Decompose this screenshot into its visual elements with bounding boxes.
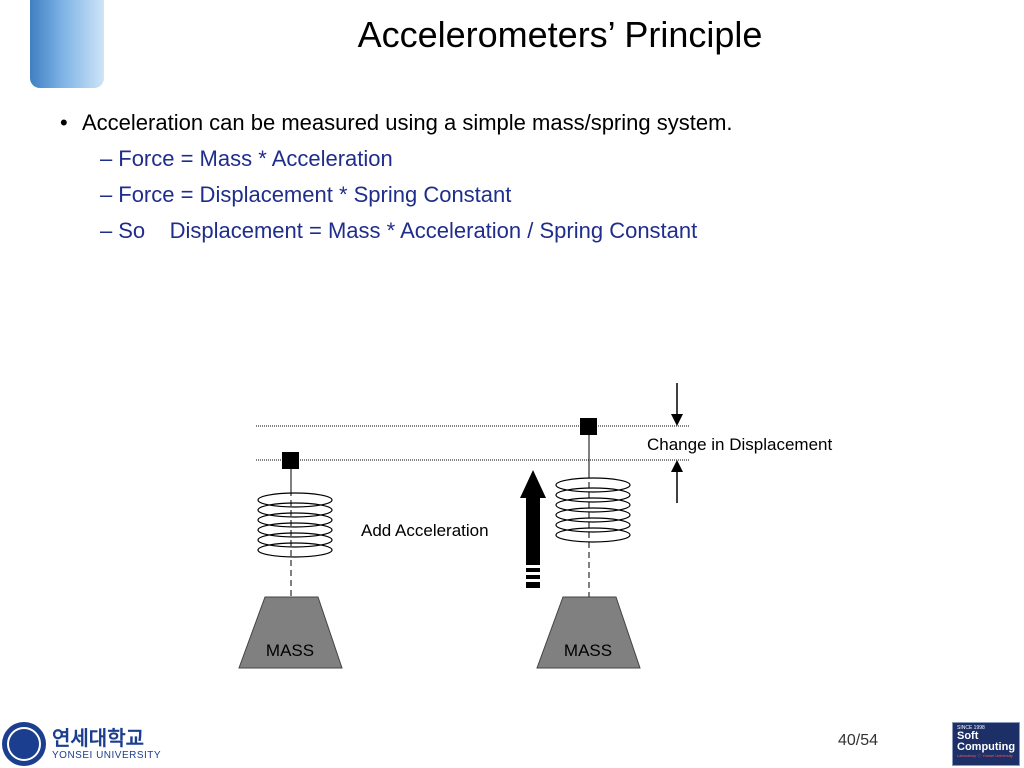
right-spring-mass: MASS <box>536 418 641 669</box>
slide-title: Accelerometers’ Principle <box>357 14 763 55</box>
right-spring-icon <box>555 477 631 543</box>
lab-word-computing: Computing <box>957 741 1016 753</box>
right-indicator-square <box>580 418 597 435</box>
dash-icon: – <box>100 218 113 243</box>
spring-mass-diagram: MASS Add Acceleration MASS Change in Dis… <box>238 383 832 669</box>
left-mass-block <box>238 596 343 669</box>
lab-subtitle: Laboratory ⓒ Yonsei University <box>957 753 1013 758</box>
bullet-icon: • <box>60 110 68 135</box>
displacement-arrows-icon <box>671 383 683 503</box>
right-mass-label: MASS <box>564 641 612 660</box>
sub-text: Force = Displacement * Spring Constant <box>118 182 512 207</box>
university-name-en: YONSEI UNIVERSITY <box>52 749 162 761</box>
dash-icon: – <box>100 182 113 207</box>
yonsei-seal-icon <box>2 722 46 766</box>
acceleration-arrow-icon <box>520 470 546 588</box>
lab-word-soft: Soft <box>957 730 979 742</box>
add-acceleration-label: Add Acceleration <box>361 521 489 540</box>
sub-item: –Force = Displacement * Spring Constant <box>100 182 1000 208</box>
left-spring-mass: MASS <box>238 452 343 669</box>
slide-content: • Acceleration can be measured using a s… <box>60 110 1000 254</box>
sub-text: So Displacement = Mass * Acceleration / … <box>118 218 698 243</box>
sub-item: –So Displacement = Mass * Acceleration /… <box>100 218 1000 244</box>
bullet-text: Acceleration can be measured using a sim… <box>82 110 733 135</box>
left-indicator-square <box>282 452 299 469</box>
left-spring-icon <box>257 492 333 558</box>
dash-icon: – <box>100 146 113 171</box>
sub-text: Force = Mass * Acceleration <box>118 146 393 171</box>
yonsei-logo: 연세대학교 YONSEI UNIVERSITY <box>2 722 161 766</box>
page-number: 40/54 <box>838 732 879 749</box>
change-displacement-label: Change in Displacement <box>647 435 832 454</box>
title-accent-bar <box>30 0 104 88</box>
lab-since: SINCE 1998 <box>957 725 985 731</box>
left-mass-label: MASS <box>266 641 314 660</box>
university-name-kr: 연세대학교 <box>52 727 144 750</box>
soft-computing-lab-logo: SINCE 1998 Soft Computing Laboratory ⓒ Y… <box>952 722 1020 766</box>
sub-item: –Force = Mass * Acceleration <box>100 146 1000 172</box>
right-mass-block <box>536 596 641 669</box>
bullet-item: • Acceleration can be measured using a s… <box>60 110 1000 136</box>
